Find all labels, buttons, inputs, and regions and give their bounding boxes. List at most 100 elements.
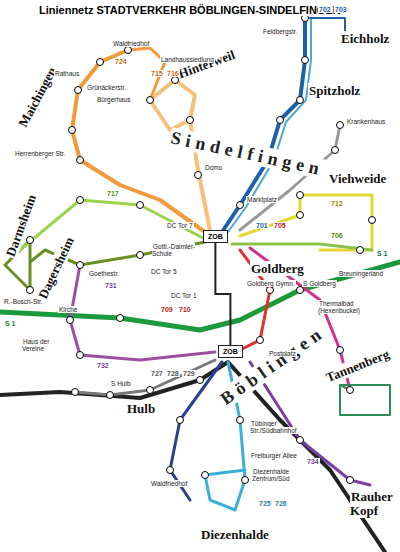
route-number: 726 — [274, 500, 288, 508]
route-line — [5, 240, 205, 290]
stop-marker — [147, 97, 154, 104]
stop-name: Goethestr. — [88, 270, 120, 277]
label-text: Marktplatz — [246, 196, 278, 203]
route-number: S 1 — [4, 320, 17, 328]
label-text: R.-Bosch-Str. — [3, 298, 44, 305]
label-text: Tübinger Str./Südbahnhof — [250, 420, 298, 434]
stop-marker — [107, 392, 114, 399]
label-text: 732 — [96, 362, 110, 369]
stop-marker — [357, 247, 364, 254]
route-line — [222, 18, 305, 232]
route-line — [305, 18, 345, 40]
route-number: 705 — [273, 222, 287, 230]
label-text: Hinterweil — [175, 47, 238, 82]
label-text: 717 — [106, 190, 120, 197]
stop-name: Rathaus — [54, 70, 80, 77]
district-name: Viehweide — [328, 172, 387, 186]
label-text: Böblingen — [216, 321, 330, 409]
district-name: Dagersheim — [36, 234, 78, 302]
label-text: Diezenhalde — [200, 527, 270, 542]
stop-name: Tübinger Str./Südbahnhof — [250, 420, 306, 434]
label-text: DC Tor 5 — [150, 268, 178, 275]
route-line — [75, 360, 215, 395]
route-number: 734 — [306, 458, 320, 466]
label-text: Krankenhaus — [346, 118, 386, 125]
label-text: Hulb — [126, 401, 156, 416]
stop-name: Thermalbad (Hexenbuckel) — [318, 300, 364, 314]
label-text: Freiburger Allee — [250, 452, 298, 459]
label-text: S Hulb — [110, 380, 132, 387]
stop-name: Haus der Vereine — [22, 338, 56, 352]
stop-marker — [77, 157, 84, 164]
stop-marker — [27, 287, 34, 294]
label-text: 703 — [334, 6, 348, 13]
stop-name: Freiburger Allee — [250, 452, 298, 459]
stop-name: Waldfriedhof — [112, 40, 150, 47]
label-text: Kirche — [58, 306, 78, 313]
label-text: S 1 — [376, 250, 389, 257]
stop-marker — [137, 252, 144, 259]
district-name: Spitzholz — [308, 84, 361, 98]
stop-marker — [69, 127, 76, 134]
label-text: 725 — [258, 500, 272, 507]
stop-marker — [257, 337, 264, 344]
label-text: Waldfriedhof — [112, 40, 150, 47]
station-box: ZOB — [218, 345, 243, 358]
stop-name: Breuningerland — [338, 270, 384, 277]
route-number: 729 — [182, 370, 196, 378]
station-name: ZOB — [208, 233, 223, 240]
stop-name: DC Tor 5 — [150, 268, 178, 275]
label-text: Diezenhalde Zentrum/Süd — [252, 468, 291, 482]
stop-marker — [237, 417, 244, 424]
label-text: S 1 — [4, 320, 17, 327]
stop-marker — [267, 287, 274, 294]
stop-marker — [332, 147, 339, 154]
label-text: Bürgerhaus — [96, 96, 132, 103]
route-number: 725 — [258, 500, 272, 508]
stop-name: Marktplatz — [246, 196, 278, 203]
label-text: Landhaussiedlung — [160, 56, 215, 63]
label-text: Waldfriedhof — [150, 480, 188, 487]
route-number: S 1 — [376, 250, 389, 258]
stop-marker — [369, 217, 376, 224]
stop-marker — [77, 197, 84, 204]
stop-marker — [277, 117, 284, 124]
label-text: S Goldberg — [302, 280, 337, 287]
label-text: Darmsheim — [2, 191, 39, 259]
station-name: ZOB — [223, 348, 238, 355]
route-number: 724 — [114, 58, 128, 66]
stop-name: S Hulb — [110, 380, 132, 387]
title-text: Liniennetz STADTVERKEHR BÖBLINGEN-SINDEL… — [38, 4, 342, 16]
label-text: Eichholz — [340, 31, 390, 46]
label-text: Breuningerland — [338, 270, 384, 277]
stop-name: Herrenberger Str. — [14, 150, 66, 157]
stop-marker — [237, 202, 244, 209]
route-number: 712 — [330, 200, 344, 208]
label-text: Dagersheim — [35, 234, 78, 302]
stop-name: Domo — [204, 164, 223, 171]
label-text: Sindelfingen — [168, 127, 327, 179]
stop-marker — [297, 287, 304, 294]
label-text: 709 — [160, 306, 174, 313]
stop-name: Grünäckerstr. — [86, 84, 127, 91]
route-number: 731 — [104, 282, 118, 290]
label-text: Spitzholz — [308, 83, 361, 98]
district-name: Goldberg — [250, 262, 305, 276]
district-name: Böblingen — [216, 322, 330, 410]
label-text: 728 — [166, 370, 180, 377]
stop-marker — [202, 472, 209, 479]
stop-marker — [347, 387, 354, 394]
stop-marker — [27, 237, 34, 244]
label-text: 729 — [182, 370, 196, 377]
stop-marker — [125, 47, 132, 54]
label-text: 734 — [306, 458, 320, 465]
stop-marker — [117, 315, 124, 322]
stop-name: Goldberg Gymn. — [246, 280, 296, 287]
stop-name: DC Tor 7 — [166, 222, 194, 229]
label-text: Goethestr. — [88, 270, 120, 277]
label-text: Rauher Kopf — [350, 489, 393, 518]
label-text: 716 — [166, 70, 180, 77]
label-text: 727 — [150, 370, 164, 377]
